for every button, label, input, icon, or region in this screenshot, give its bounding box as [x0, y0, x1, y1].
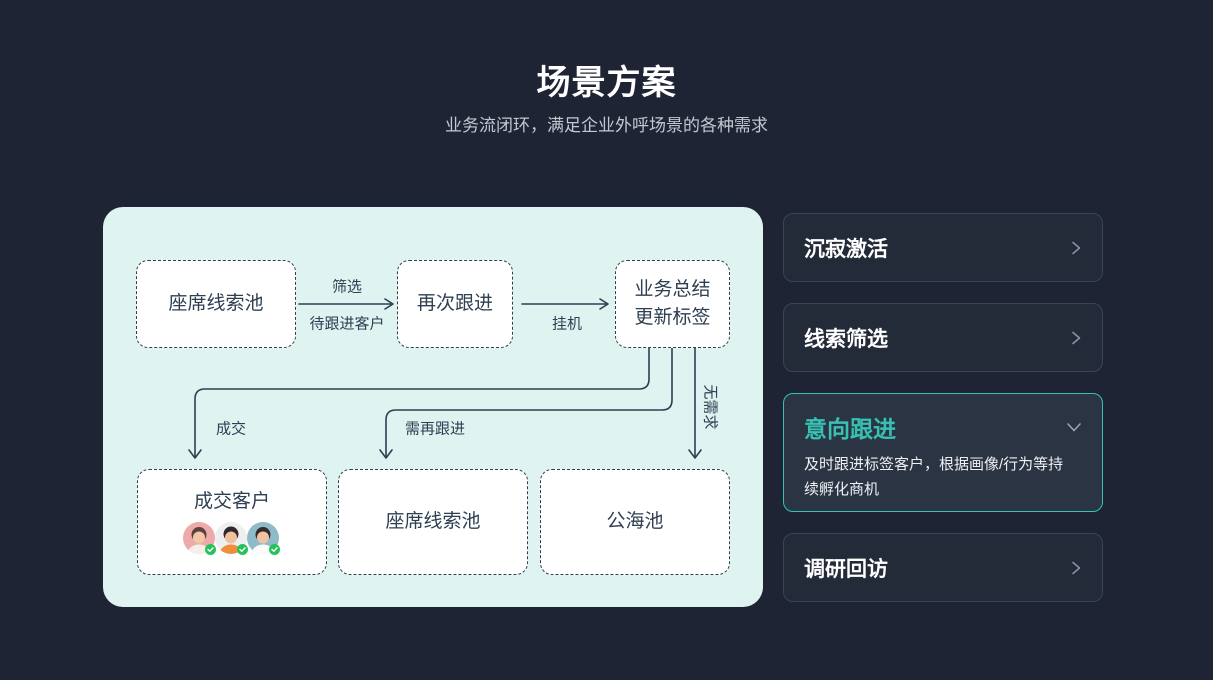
customer-avatar-2: [215, 521, 248, 555]
flow-node-agent-lead-pool-2: 座席线索池: [338, 469, 528, 575]
flow-node-business-summary: 业务总结 更新标签: [615, 260, 730, 348]
edge-deal-line: [194, 347, 650, 458]
arrowhead-right-icon: [384, 298, 394, 310]
flow-diagram-panel: 座席线索池 再次跟进 业务总结 更新标签 成交客户: [103, 207, 763, 607]
flow-node-closed-customers: 成交客户: [137, 469, 327, 575]
scenario-card-silent-activation[interactable]: 沉寂激活: [783, 213, 1103, 282]
page-subtitle: 业务流闭环，满足企业外呼场景的各种需求: [445, 116, 768, 135]
arrowhead-down-icon: [379, 449, 393, 459]
section-header: 场景方案 业务流闭环，满足企业外呼场景的各种需求: [0, 62, 1213, 138]
flow-node-label: 业务总结 更新标签: [634, 278, 711, 329]
check-badge-icon: [269, 543, 280, 555]
flow-node-label: 座席线索池: [385, 510, 481, 532]
arrowhead-right-icon: [599, 298, 609, 310]
flow-node-label: 座席线索池: [168, 292, 264, 314]
chevron-right-icon[interactable]: [1068, 240, 1084, 256]
edge-label-hang-up: 挂机: [551, 315, 583, 333]
customer-avatar-1: [183, 521, 216, 555]
edge-label-no-demand: 无需求: [701, 384, 719, 430]
chevron-right-icon[interactable]: [1068, 330, 1084, 346]
flow-node-label: 再次跟进: [416, 292, 493, 314]
arrowhead-down-icon: [188, 449, 202, 459]
check-badge-icon: [237, 543, 248, 555]
scenario-title: 线索筛选: [804, 327, 888, 351]
customer-avatar-3: [247, 521, 280, 555]
page-title: 场景方案: [536, 64, 677, 102]
flow-connectors: [188, 298, 702, 459]
scenario-card-lead-filtering[interactable]: 线索筛选: [783, 303, 1103, 372]
flow-node-agent-lead-pool: 座席线索池: [136, 260, 296, 348]
scenario-title: 调研回访: [804, 557, 888, 581]
scenario-description: 及时跟进标签客户，根据画像/行为等持续孵化商机: [804, 456, 1064, 498]
chevron-right-icon[interactable]: [1068, 560, 1084, 576]
flow-node-public-sea-pool: 公海池: [540, 469, 730, 575]
edge-need-follow-up-line: [385, 347, 673, 458]
flow-node-follow-up-again: 再次跟进: [397, 260, 513, 348]
edge-label-pending-customers: 待跟进客户: [309, 315, 385, 333]
flow-node-label: 公海池: [606, 510, 664, 532]
arrowhead-down-icon: [688, 449, 702, 459]
edge-label-need-follow-up: 需再跟进: [404, 420, 466, 438]
check-badge-icon: [205, 543, 216, 555]
scenario-accordion: 沉寂激活 线索筛选 意向跟进 及时跟进标签客户，根据画像/行为等持续孵化商机 调…: [783, 213, 1103, 623]
scenario-title: 沉寂激活: [804, 237, 888, 261]
edge-label-deal: 成交: [215, 420, 247, 438]
scenario-title: 意向跟进: [804, 416, 896, 442]
chevron-down-icon[interactable]: [1064, 417, 1084, 437]
scenario-card-survey-callback[interactable]: 调研回访: [783, 533, 1103, 602]
flow-node-label: 成交客户: [193, 491, 270, 513]
scenario-card-intent-follow-up[interactable]: 意向跟进 及时跟进标签客户，根据画像/行为等持续孵化商机: [783, 393, 1103, 512]
customer-avatars: [183, 521, 280, 556]
edge-label-filter: 筛选: [331, 278, 363, 296]
